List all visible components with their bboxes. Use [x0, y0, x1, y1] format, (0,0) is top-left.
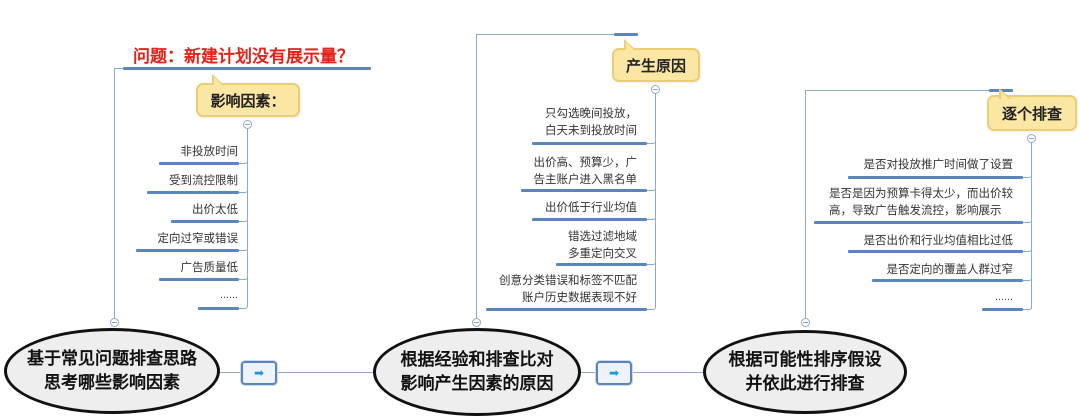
item-underline — [159, 278, 239, 281]
item-underline — [556, 263, 647, 266]
causes-callout: 产生原因 — [612, 39, 700, 82]
title-underline — [123, 67, 371, 70]
item-connector — [647, 202, 656, 220]
item-underline — [532, 142, 647, 145]
item-underline — [982, 308, 1023, 311]
factor-item: 受到流控限制 — [169, 173, 238, 187]
factor-item: 出价太低 — [192, 202, 238, 216]
flow-line — [220, 372, 382, 373]
factor-item-ellipsis: …… — [220, 291, 238, 301]
stage-2-trunk — [476, 34, 477, 318]
title-underline — [614, 33, 638, 36]
cause-item: 创意分类错误和标签不匹配账户历史数据表现不好 — [499, 273, 637, 304]
stage-1-trunk — [114, 68, 115, 318]
cause-item: 错选过滤地域多重定向交叉 — [568, 229, 637, 260]
callout-label: 影响因素： — [210, 91, 286, 110]
arrow-right-icon: ➡ — [253, 366, 265, 380]
stage-3-branch — [1031, 143, 1032, 309]
item-connector — [1023, 234, 1032, 252]
cause-item: 只勾选晚间投放，白天未到投放时间 — [545, 106, 637, 137]
node-line: 影响产生因素的原因 — [400, 374, 554, 394]
item-underline — [532, 218, 647, 221]
callout-label: 逐个排查 — [1001, 104, 1062, 123]
item-connector — [1023, 160, 1032, 178]
item-connector — [239, 146, 248, 164]
item-connector — [647, 247, 656, 265]
collapse-toggle-icon[interactable] — [651, 85, 660, 94]
problem-title: 问题：新建计划没有展示量？ — [133, 47, 354, 67]
collapse-toggle-icon[interactable] — [472, 318, 481, 327]
check-item: 是否出价和行业均值相比过低 — [863, 233, 1014, 247]
node-line: 并依此进行排查 — [745, 374, 865, 394]
item-connector — [239, 175, 248, 193]
item-underline — [136, 249, 239, 252]
item-connector — [647, 173, 656, 191]
check-item: 是否定向的覆盖人群过窄 — [886, 262, 1014, 276]
item-underline — [814, 221, 1023, 224]
item-underline — [171, 220, 239, 223]
check-callout: 逐个排查 — [987, 88, 1077, 131]
check-item: 是否是因为预算卡得太少，而出价较高，导致广告触发流控，影响展示 — [829, 186, 1013, 217]
step-1-node[interactable]: 基于常见问题排查思路 思考哪些影响因素 — [4, 328, 220, 414]
arrow-right-icon: ➡ — [608, 366, 620, 380]
stage-3-trunk — [805, 90, 806, 318]
item-connector — [647, 126, 656, 144]
check-item-ellipsis: …… — [995, 293, 1013, 303]
next-step-arrow-button[interactable]: ➡ — [241, 361, 277, 385]
stage-2-branch — [655, 94, 656, 306]
stage-2-trunk-top — [476, 34, 634, 35]
item-underline — [159, 162, 239, 165]
node-line: 根据可能性排序假设 — [728, 350, 882, 370]
stage-3-trunk-top — [805, 90, 991, 91]
item-connector — [647, 292, 656, 310]
item-connector — [239, 233, 248, 251]
item-underline — [198, 307, 239, 310]
next-step-arrow-button[interactable]: ➡ — [596, 361, 632, 385]
collapse-toggle-icon[interactable] — [243, 120, 252, 129]
item-connector — [1023, 263, 1032, 281]
stage-1-trunk-top — [114, 68, 126, 69]
factor-item: 定向过窄或错误 — [157, 231, 239, 245]
cause-item: 出价高、预算少，广告主账户进入黑名单 — [533, 155, 638, 186]
collapse-toggle-icon[interactable] — [1027, 134, 1036, 143]
step-2-node[interactable]: 根据经验和排查比对 影响产生因素的原因 — [373, 328, 581, 416]
item-connector — [239, 262, 248, 280]
node-line: 思考哪些影响因素 — [44, 373, 180, 393]
item-connector — [1023, 292, 1032, 310]
callout-label: 产生原因 — [625, 56, 686, 75]
collapse-toggle-icon[interactable] — [110, 318, 119, 327]
item-underline — [147, 191, 239, 194]
check-item: 是否对投放推广时间做了设置 — [863, 157, 1014, 171]
node-line: 基于常见问题排查思路 — [27, 349, 197, 369]
collapse-toggle-icon[interactable] — [801, 318, 810, 327]
item-underline — [872, 279, 1023, 282]
item-connector — [239, 291, 248, 309]
node-line: 根据经验和排查比对 — [400, 350, 554, 370]
factors-callout: 影响因素： — [196, 74, 300, 117]
item-underline — [486, 308, 647, 311]
factor-item: 广告质量低 — [180, 260, 239, 274]
item-underline — [848, 250, 1023, 253]
item-connector — [1023, 205, 1032, 223]
cause-item: 出价低于行业均值 — [545, 200, 637, 214]
step-3-node[interactable]: 根据可能性排序假设 并依此进行排查 — [703, 330, 907, 414]
item-underline — [521, 189, 647, 192]
factor-item: 非投放时间 — [180, 144, 239, 158]
item-underline — [848, 176, 1023, 179]
flow-line — [581, 372, 706, 373]
item-connector — [239, 204, 248, 222]
